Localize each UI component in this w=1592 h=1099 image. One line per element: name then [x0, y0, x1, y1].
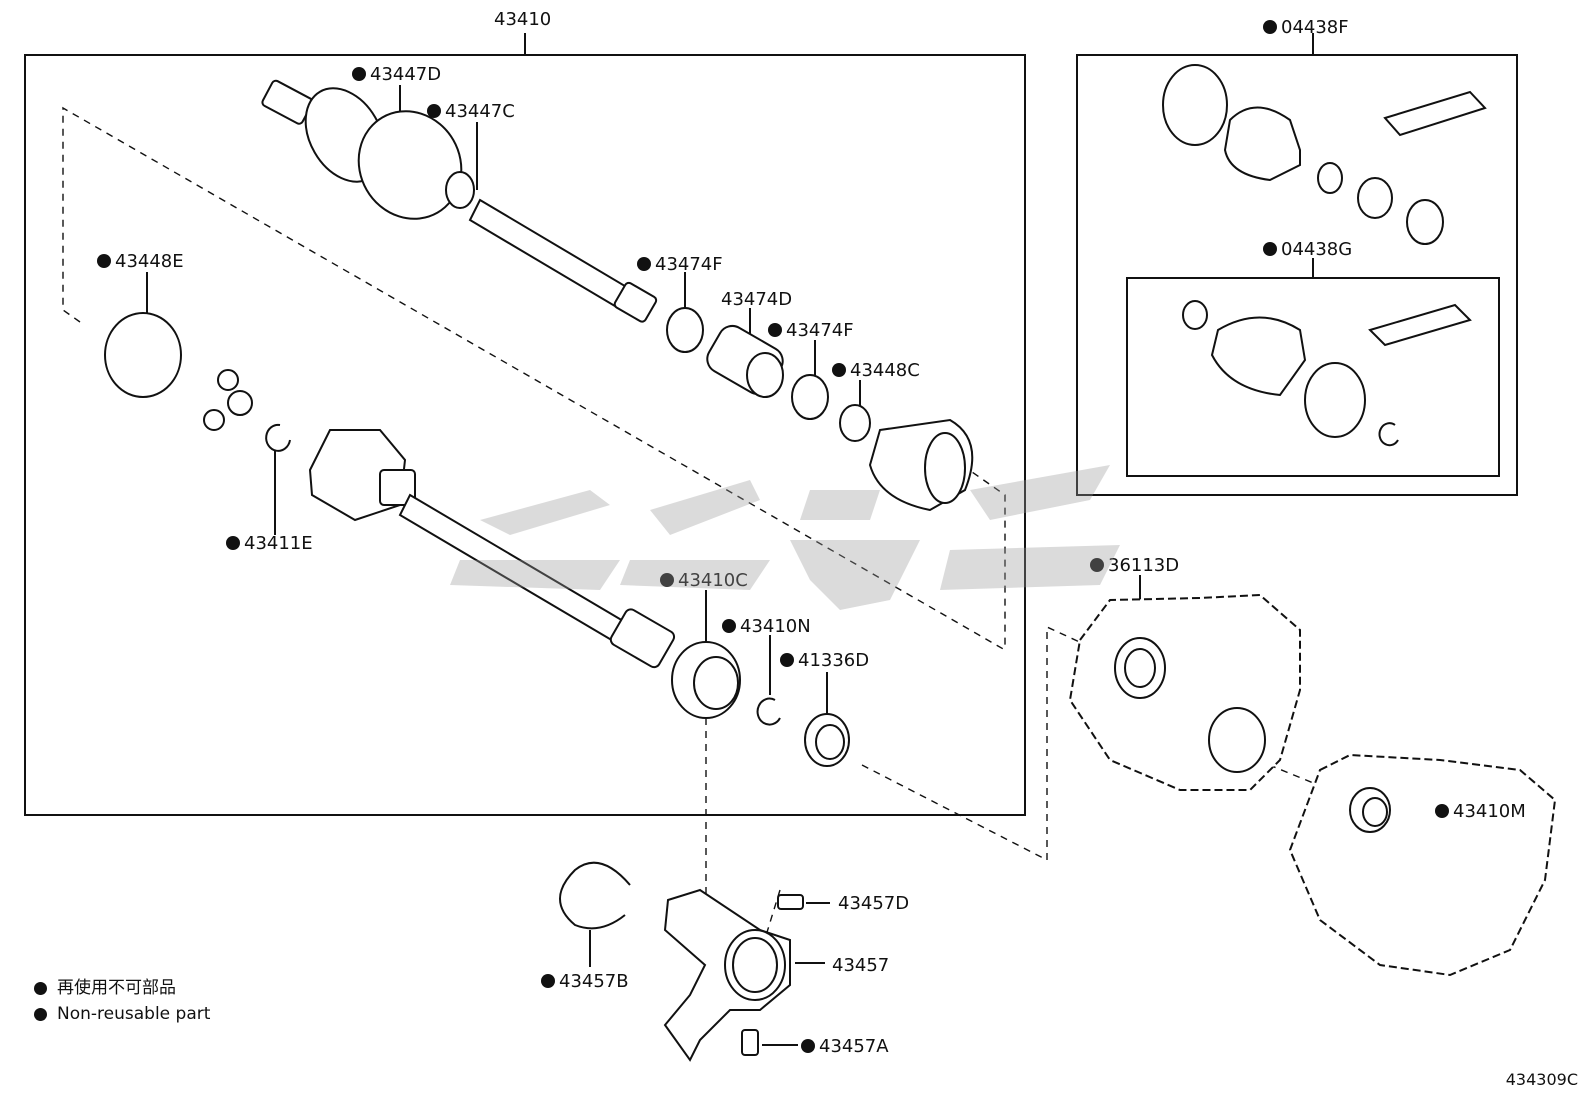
clamp-43474F-a: [666, 307, 704, 353]
non-reusable-dot-icon: [352, 67, 366, 81]
part-number-text: 43448E: [115, 251, 184, 272]
transaxle-housing: [1068, 593, 1301, 791]
non-reusable-dot-icon: [1263, 20, 1277, 34]
part-number-text: 43457B: [559, 971, 629, 992]
part-number-text: 43411E: [244, 533, 313, 554]
part-number-text: 43410: [494, 9, 551, 30]
part-label-43410m: 43410M: [1435, 801, 1526, 822]
kit-F-grease-pack: [1383, 90, 1487, 137]
part-number-text: 43410N: [740, 616, 811, 637]
non-reusable-dot-icon: [780, 653, 794, 667]
part-number-text: 41336D: [798, 650, 869, 671]
part-label-43474d: 43474D: [721, 289, 792, 310]
seal-41336D: [804, 713, 850, 767]
diagram-code: 434309C: [1505, 1070, 1578, 1089]
kit-G-big-clamp: [1304, 362, 1366, 438]
part-number-text: 04438G: [1281, 239, 1352, 260]
part-number-text: 43447C: [445, 101, 515, 122]
part-label-43410: 43410: [494, 9, 551, 30]
part-number-text: 04438F: [1281, 17, 1349, 38]
bolt-43457D: [777, 894, 804, 910]
non-reusable-dot-icon: [97, 254, 111, 268]
outer-cv-joint: [261, 79, 658, 323]
non-reusable-dot-icon: [768, 323, 782, 337]
part-label-43411e: 43411E: [226, 533, 313, 554]
part-label-43474f-a: 43474F: [637, 254, 723, 275]
part-number-text: 43447D: [370, 64, 441, 85]
kit-F-boot: [1223, 106, 1301, 182]
non-reusable-dot-icon: [722, 619, 736, 633]
legend-text-en: Non-reusable part: [57, 1004, 211, 1024]
kit-F-big-clamp: [1162, 64, 1228, 146]
damper-43474D: [706, 324, 784, 398]
part-label-43448e: 43448E: [97, 251, 184, 272]
part-label-43474f-b: 43474F: [768, 320, 854, 341]
part-number-text: 36113D: [1108, 555, 1179, 576]
dot-icon: [34, 981, 47, 995]
part-label-36113d: 36113D: [1090, 555, 1179, 576]
non-reusable-dot-icon: [801, 1039, 815, 1053]
part-number-text: 43410C: [678, 570, 748, 591]
inner-boot: [868, 418, 974, 512]
assembly-box-43410: [24, 54, 1026, 816]
dot-icon: [34, 1007, 47, 1021]
part-number-text: 43457D: [838, 893, 909, 914]
kit-F-clamp-2: [1357, 177, 1393, 219]
kit-G-small-clamp: [1182, 300, 1208, 330]
bearing-43410C: [671, 641, 741, 719]
clamp-43448E: [104, 312, 182, 398]
legend-row-en: Non-reusable part: [34, 1001, 210, 1027]
non-reusable-dot-icon: [1263, 242, 1277, 256]
legend-row-jp: 再使用不可部品: [34, 975, 210, 1001]
kit-G-snap-ring: [1378, 422, 1399, 447]
tripod-joint: [203, 369, 253, 431]
part-label-43457b: 43457B: [541, 971, 629, 992]
part-label-41336d: 41336D: [780, 650, 869, 671]
part-label-43410n: 43410N: [722, 616, 811, 637]
kit-G-boot: [1210, 316, 1307, 397]
non-reusable-dot-icon: [832, 363, 846, 377]
part-number-text: 43457: [832, 955, 889, 976]
part-label-43457: 43457: [832, 955, 889, 976]
non-reusable-dot-icon: [1090, 558, 1104, 572]
kit-box-04438F: [1076, 54, 1518, 496]
watermark-logo: [450, 465, 1120, 610]
part-label-43457a: 43457A: [801, 1036, 889, 1057]
kit-F-clamp-1: [1317, 162, 1343, 194]
non-reusable-dot-icon: [1435, 804, 1449, 818]
part-number-text: 43448C: [850, 360, 920, 381]
part-label-43447d: 43447D: [352, 64, 441, 85]
kit-G-grease-pack: [1368, 303, 1472, 347]
non-reusable-dot-icon: [637, 257, 651, 271]
part-number-text: 43410M: [1453, 801, 1526, 822]
part-number-text: 43474F: [655, 254, 723, 275]
clamp-43448C: [839, 404, 871, 442]
snap-ring-43411E: [265, 423, 291, 452]
bolt-43457A: [741, 1029, 759, 1056]
non-reusable-dot-icon: [541, 974, 555, 988]
part-label-04438g: 04438G: [1263, 239, 1352, 260]
non-reusable-dot-icon: [427, 104, 441, 118]
snap-ring-43410N: [756, 697, 781, 726]
non-reusable-dot-icon: [226, 536, 240, 550]
part-number-text: 43474D: [721, 289, 792, 310]
kit-F-clamp-3: [1406, 199, 1444, 245]
part-label-04438f: 04438F: [1263, 17, 1349, 38]
part-label-43410c: 43410C: [660, 570, 748, 591]
inner-joint-shaft: [308, 429, 676, 669]
part-number-text: 43474F: [786, 320, 854, 341]
bearing-bracket-43457: [663, 888, 791, 1062]
rear-housing: [1288, 753, 1557, 977]
clamp-43474F-b: [791, 374, 829, 420]
part-label-43457d: 43457D: [838, 893, 909, 914]
legend-text-jp: 再使用不可部品: [57, 978, 176, 998]
part-number-text: 43457A: [819, 1036, 889, 1057]
legend: 再使用不可部品 Non-reusable part: [34, 975, 210, 1027]
part-label-43448c: 43448C: [832, 360, 920, 381]
non-reusable-dot-icon: [660, 573, 674, 587]
snap-ring-43457B: [559, 861, 631, 930]
part-label-43447c: 43447C: [427, 101, 515, 122]
